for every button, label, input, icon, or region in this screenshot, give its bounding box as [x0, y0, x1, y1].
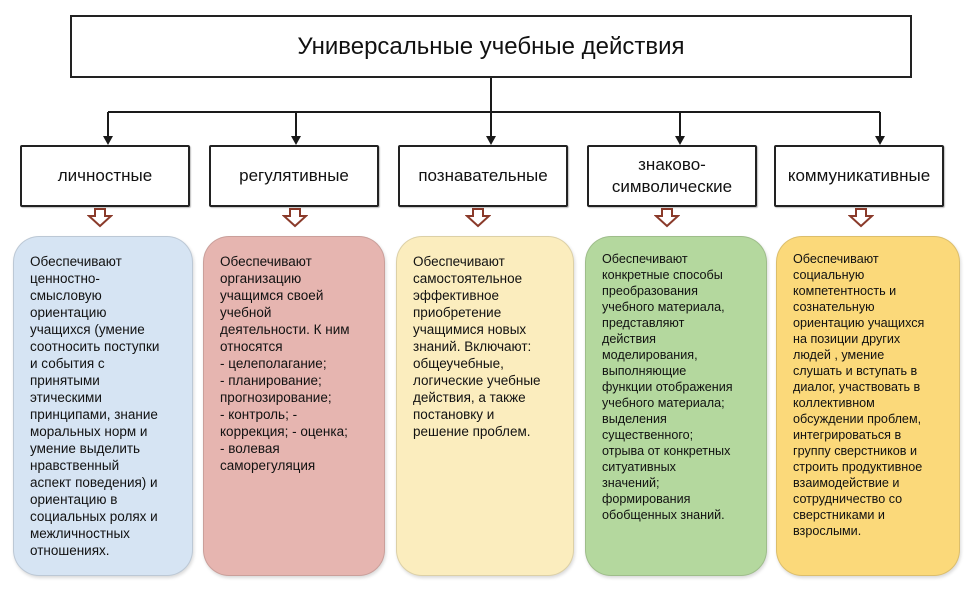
down-arrow-icon	[282, 208, 308, 228]
down-arrow-icon	[848, 208, 874, 228]
description-card-regulative: Обеспечивают организацию учащимся своей …	[203, 236, 385, 576]
down-arrow-icon	[654, 208, 680, 228]
category-box-regulative: регулятивные	[209, 145, 379, 207]
description-card-symbolic: Обеспечивают конкретные способы преобраз…	[585, 236, 767, 576]
branch-arrowhead	[103, 136, 113, 145]
description-card-personal: Обеспечивают ценностно- смысловую ориент…	[13, 236, 193, 576]
branch-arrowhead	[291, 136, 301, 145]
branch-arrowhead	[675, 136, 685, 145]
down-arrow-icon	[465, 208, 491, 228]
diagram-title: Универсальные учебные действия	[70, 15, 912, 78]
down-arrow-icon	[87, 208, 113, 228]
category-box-cognitive: познавательные	[398, 145, 568, 207]
category-box-personal: личностные	[20, 145, 190, 207]
branch-arrowhead	[486, 136, 496, 145]
category-box-communicative: коммуникативные	[774, 145, 944, 207]
description-card-communicative: Обеспечивают социальную компетентность и…	[776, 236, 960, 576]
category-box-symbolic: знаково- символические	[587, 145, 757, 207]
branch-arrowhead	[875, 136, 885, 145]
description-card-cognitive: Обеспечивают самостоятельное эффективное…	[396, 236, 574, 576]
